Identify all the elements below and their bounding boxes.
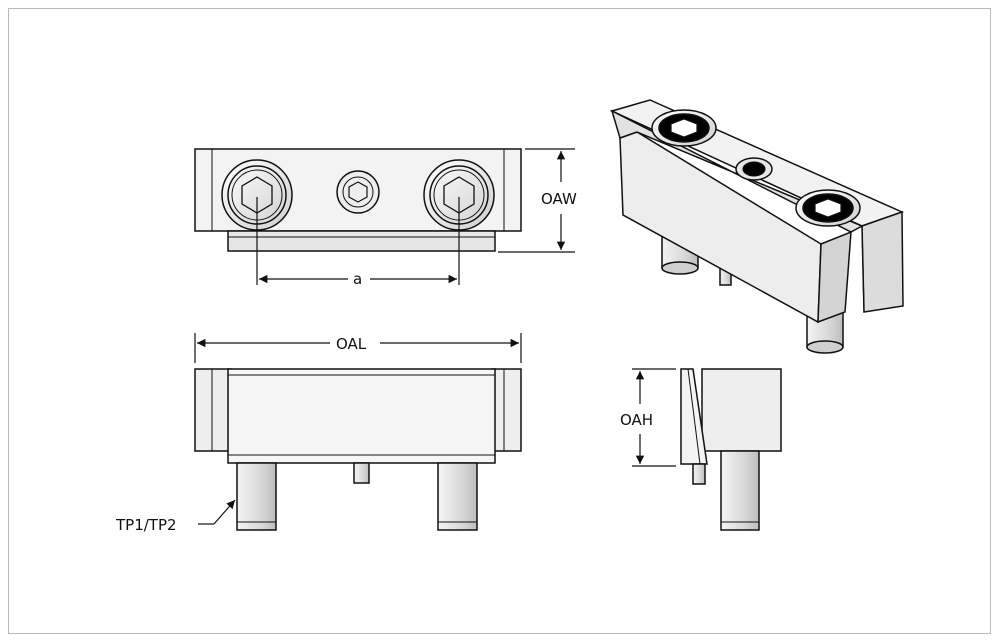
oaw-dimension — [498, 148, 575, 253]
front-view-pin-left — [236, 462, 277, 531]
oaw-label: OAW — [541, 190, 577, 208]
iso-cap-screw-right — [795, 189, 861, 227]
a-label: a — [353, 270, 362, 288]
top-view-jaw-plate — [227, 230, 496, 252]
oah-label: OAH — [620, 411, 653, 429]
front-view-small-pin — [353, 462, 370, 484]
iso-cap-screw-left — [651, 109, 717, 147]
front-view-jaw-plate — [227, 368, 496, 464]
side-view-small-pin — [692, 463, 706, 485]
iso-jaw-bevel — [817, 230, 852, 324]
cap-screw-left — [221, 159, 293, 231]
side-view-pin — [720, 450, 760, 531]
side-view — [680, 368, 782, 531]
tp-leader — [198, 499, 236, 525]
front-view — [194, 368, 522, 531]
isometric-view — [609, 99, 905, 354]
a-dimension — [256, 197, 460, 285]
oah-dimension — [632, 368, 676, 467]
set-screw-center — [336, 170, 380, 214]
top-view — [194, 148, 522, 252]
front-view-body-left-ear — [194, 368, 232, 452]
tp-label: TP1/TP2 — [115, 516, 177, 534]
side-view-body — [701, 368, 782, 452]
oal-label: OAL — [336, 335, 367, 353]
front-view-body-right-ear — [491, 368, 522, 452]
iso-set-screw-center — [735, 157, 773, 181]
iso-body-end — [861, 210, 904, 313]
front-view-pin-right — [437, 462, 478, 531]
oal-dimension — [194, 333, 522, 363]
